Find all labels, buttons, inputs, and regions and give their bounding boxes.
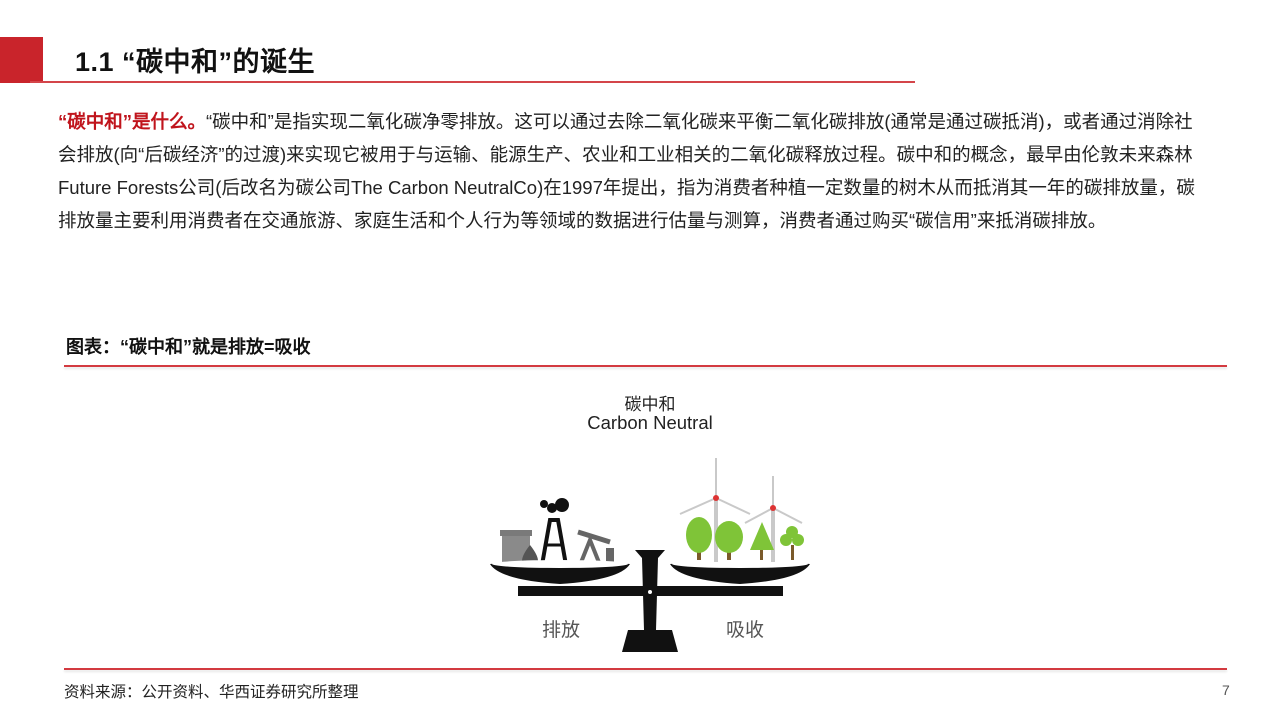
body-text: “碳中和”是指实现二氧化碳净零排放。这可以通过去除二氧化碳来平衡二氧化碳排放(通…: [58, 111, 1195, 231]
figure-top-divider: [64, 365, 1227, 367]
figure-title-cn: 碳中和: [624, 395, 676, 414]
emission-label: 排放: [542, 620, 581, 641]
body-paragraph: “碳中和”是什么。“碳中和”是指实现二氧化碳净零排放。这可以通过去除二氧化碳来平…: [58, 105, 1208, 237]
wind-turbine-icon: [679, 458, 803, 562]
title-accent-block: [0, 37, 43, 83]
figure-caption: 图表：“碳中和”就是排放=吸收: [66, 337, 311, 357]
carbon-neutral-scale-figure: 碳中和 Carbon Neutral: [480, 380, 820, 660]
tree-icon: [686, 517, 804, 560]
page-title: 1.1 “碳中和”的诞生: [75, 47, 316, 77]
title-underline: [30, 81, 915, 83]
figure-title-en: Carbon Neutral: [587, 412, 713, 433]
source-note: 资料来源：公开资料、华西证券研究所整理: [64, 684, 359, 701]
body-highlight: “碳中和”是什么。: [58, 111, 207, 132]
page-number: 7: [1222, 682, 1230, 698]
pumpjack-icon: [577, 529, 614, 566]
figure-bottom-divider: [64, 668, 1227, 670]
balance-scale-icon: [490, 458, 810, 652]
oil-derrick-icon: [539, 498, 569, 567]
absorption-label: 吸收: [726, 620, 765, 641]
